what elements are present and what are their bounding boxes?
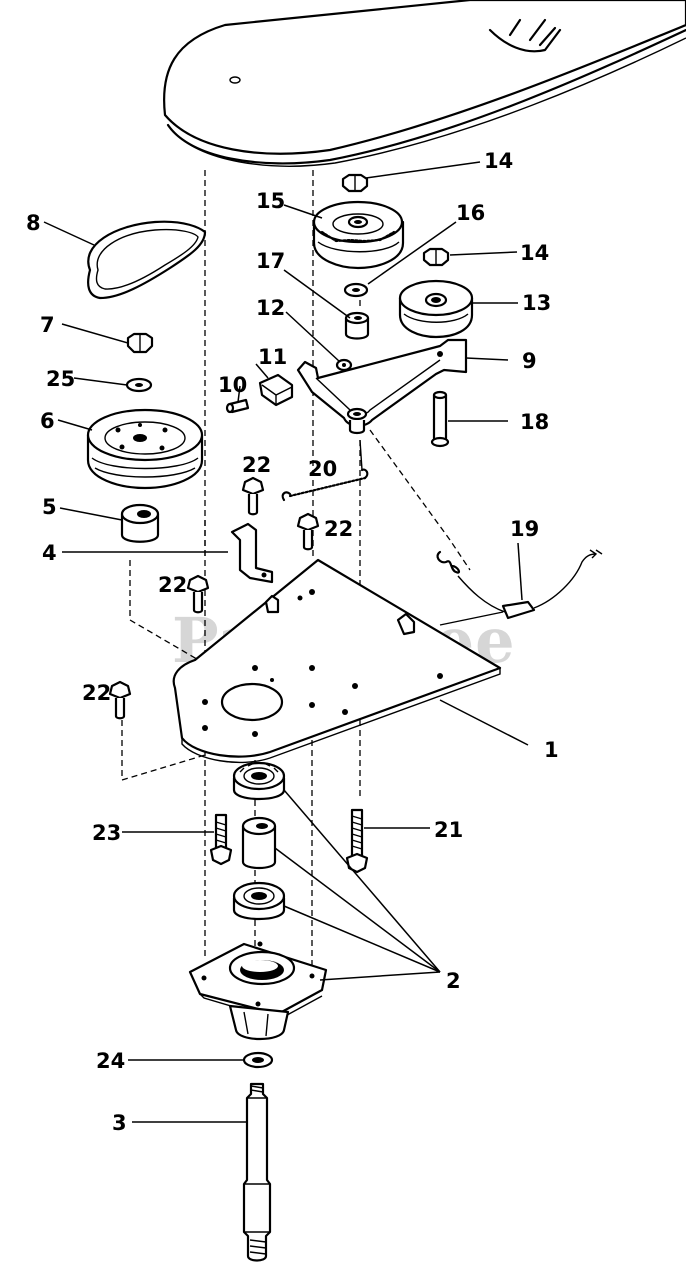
bolt-part-22-a xyxy=(241,476,265,516)
callout-14-upper: 14 xyxy=(484,149,513,173)
spacer-part-17 xyxy=(344,311,370,340)
bearing-part-2-upper xyxy=(232,761,286,800)
spindle-part-3 xyxy=(242,1082,272,1262)
callout-labels: 1 2 3 4 5 6 7 8 9 10 11 12 13 14 14 15 1… xyxy=(26,149,559,1135)
callout-16: 16 xyxy=(456,201,485,225)
bolt-part-22-c xyxy=(186,574,210,614)
bolt-part-22-b xyxy=(296,512,320,551)
callout-8: 8 xyxy=(26,211,41,235)
block-part-11 xyxy=(258,373,294,407)
spring-part-20 xyxy=(281,439,369,502)
callout-17: 17 xyxy=(256,249,285,273)
callout-11: 11 xyxy=(258,345,287,369)
cable-part-19 xyxy=(436,549,603,626)
washer-part-25 xyxy=(125,377,153,393)
bolt-part-22-d xyxy=(108,680,132,720)
bolt-part-21 xyxy=(345,808,369,874)
callout-18: 18 xyxy=(520,410,549,434)
callout-6: 6 xyxy=(40,409,55,433)
spacer-part-5 xyxy=(120,503,160,543)
callout-14-lower: 14 xyxy=(520,241,549,265)
callout-22-d: 22 xyxy=(82,681,111,705)
belt-part-8 xyxy=(87,220,207,300)
idler-arm-part-9 xyxy=(296,338,468,435)
callout-7: 7 xyxy=(40,313,55,337)
callout-22-b: 22 xyxy=(324,517,353,541)
callout-4: 4 xyxy=(42,541,57,565)
deck-housing xyxy=(163,0,686,167)
nut-part-14-upper xyxy=(341,173,369,193)
bearing-part-2-lower xyxy=(232,881,286,920)
callout-22-c: 22 xyxy=(158,573,187,597)
callout-1: 1 xyxy=(544,738,559,762)
callout-24: 24 xyxy=(96,1049,125,1073)
bolt-part-23 xyxy=(209,813,233,866)
callout-21: 21 xyxy=(434,818,463,842)
callout-23: 23 xyxy=(92,821,121,845)
callout-20: 20 xyxy=(308,457,337,481)
washer-part-16 xyxy=(343,282,369,298)
pulley-part-15 xyxy=(312,200,405,270)
bolt-part-18 xyxy=(430,390,450,448)
callout-22-a: 22 xyxy=(242,453,271,477)
callout-10: 10 xyxy=(218,373,247,397)
housing-part-2 xyxy=(188,941,328,1040)
callout-12: 12 xyxy=(256,296,285,320)
plate-part-1 xyxy=(172,558,502,764)
callout-5: 5 xyxy=(42,495,57,519)
callout-25: 25 xyxy=(46,367,75,391)
nut-part-14-lower xyxy=(422,247,450,267)
nut-part-7 xyxy=(126,332,154,354)
callout-19: 19 xyxy=(510,517,539,541)
pulley-part-6 xyxy=(86,408,204,490)
pulley-part-13 xyxy=(398,279,474,339)
callout-9: 9 xyxy=(522,349,537,373)
spacer-part-2 xyxy=(241,816,277,870)
callout-15: 15 xyxy=(256,189,285,213)
bolt-part-10 xyxy=(225,398,250,414)
washer-part-24 xyxy=(242,1051,274,1069)
nut-part-12 xyxy=(335,358,353,372)
callout-2: 2 xyxy=(446,969,461,993)
bracket-part-4 xyxy=(230,522,274,584)
callout-13: 13 xyxy=(522,291,551,315)
callout-3: 3 xyxy=(112,1111,127,1135)
leader-lines xyxy=(43,161,529,1123)
